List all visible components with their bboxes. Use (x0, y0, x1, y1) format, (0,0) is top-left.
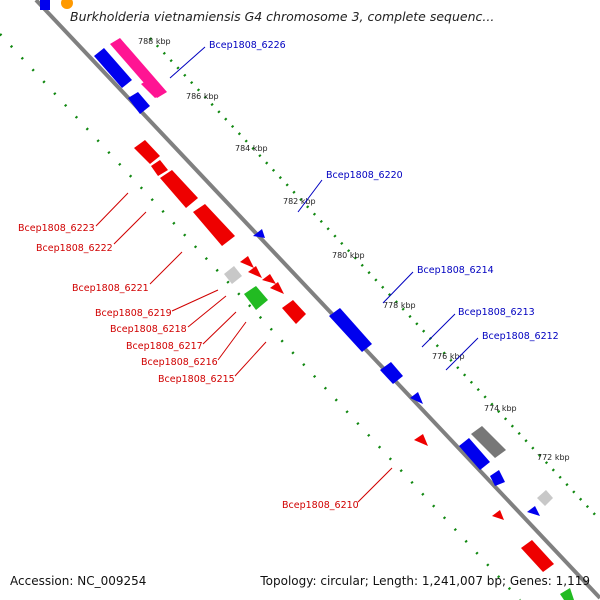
gene-label-6213: Bcep1808_6213 (458, 307, 535, 318)
gc-dotted-line-outer (149, 37, 600, 521)
gene-label-6226: Bcep1808_6226 (209, 40, 286, 51)
gene-blue-5[interactable] (527, 506, 540, 516)
leader-6226 (169, 46, 206, 79)
kbp-tick-labels: 788 kbp 786 kbp 784 kbp 782 kbp 780 kbp … (138, 37, 570, 462)
gene-label-6220: Bcep1808_6220 (326, 170, 403, 181)
gc-dotted-line-inner (0, 33, 521, 600)
gene-6222[interactable] (151, 160, 168, 176)
leader-6213 (421, 313, 456, 348)
gene-6215[interactable] (244, 286, 268, 310)
gene-label-6217: Bcep1808_6217 (126, 341, 203, 352)
gene-label-6214: Bcep1808_6214 (417, 265, 494, 276)
gene-6210[interactable] (414, 434, 428, 446)
tick-label-780: 780 kbp (332, 251, 365, 260)
leader-lines (95, 46, 479, 503)
leader-6215 (234, 341, 267, 377)
gene-label-6218: Bcep1808_6218 (110, 324, 187, 335)
gene-partial-orange[interactable] (61, 0, 73, 9)
gene-6218[interactable] (240, 256, 254, 268)
tick-label-782: 782 kbp (283, 197, 316, 206)
gene-label-6212: Bcep1808_6212 (482, 331, 559, 342)
gene-red-9[interactable] (521, 540, 554, 572)
leader-6212 (445, 337, 479, 371)
leader-6217 (202, 311, 237, 345)
leader-6220 (297, 179, 323, 213)
tick-label-784: 784 kbp (235, 144, 268, 153)
gene-blue-3[interactable] (459, 438, 490, 470)
gene-label-6210: Bcep1808_6210 (282, 500, 359, 511)
tick-label-788: 788 kbp (138, 37, 171, 46)
leader-6210 (357, 467, 393, 503)
gene-6213[interactable] (380, 362, 403, 384)
leader-6216 (217, 321, 247, 361)
tick-label-774: 774 kbp (484, 404, 517, 413)
gene-blue-1[interactable] (94, 48, 132, 88)
tick-label-772: 772 kbp (537, 453, 570, 462)
gene-red-5[interactable] (270, 282, 284, 294)
gene-label-6221: Bcep1808_6221 (72, 283, 149, 294)
tick-label-776: 776 kbp (432, 352, 465, 361)
reverse-strand-genes (134, 140, 574, 600)
gene-6221[interactable] (160, 170, 198, 208)
leader-6221 (149, 251, 183, 285)
gene-red-8[interactable] (492, 510, 504, 520)
gene-6223[interactable] (134, 140, 160, 164)
gene-red-10[interactable] (560, 588, 574, 600)
gene-6214[interactable] (329, 308, 372, 352)
forward-strand-genes (94, 38, 553, 516)
tick-label-778: 778 kbp (383, 301, 416, 310)
gene-red-sm[interactable] (262, 274, 276, 284)
leader-6214 (382, 271, 414, 304)
map-title: Burkholderia vietnamiensis G4 chromosome… (70, 9, 495, 24)
gene-label-6216: Bcep1808_6216 (141, 357, 218, 368)
gene-red-6[interactable] (282, 300, 306, 324)
gene-6220[interactable] (253, 229, 265, 238)
gene-labels: Bcep1808_6226 Bcep1808_6220 Bcep1808_621… (18, 40, 559, 511)
gene-label-6215: Bcep1808_6215 (158, 374, 235, 385)
gene-gray[interactable] (471, 426, 506, 458)
gene-lightgray-2[interactable] (537, 490, 553, 506)
leader-6219 (171, 289, 219, 312)
leader-6222 (113, 211, 147, 245)
gene-label-6219: Bcep1808_6219 (95, 308, 172, 319)
gene-6217[interactable] (248, 266, 262, 278)
gene-6219[interactable] (193, 204, 235, 246)
gene-6216[interactable] (224, 266, 242, 284)
accession-text: Accession: NC_009254 (10, 574, 147, 588)
leader-6223 (95, 192, 129, 227)
gene-blue-2[interactable] (128, 92, 150, 114)
tick-label-786: 786 kbp (186, 92, 219, 101)
gene-pink-2[interactable] (141, 78, 165, 98)
genome-summary-text: Topology: circular; Length: 1,241,007 bp… (260, 574, 590, 588)
leader-6218 (187, 295, 227, 328)
gene-partial-blue[interactable] (40, 0, 50, 10)
gene-label-6222: Bcep1808_6222 (36, 243, 113, 254)
gene-label-6223: Bcep1808_6223 (18, 223, 95, 234)
gene-6212[interactable] (410, 392, 423, 404)
gene-blue-4[interactable] (490, 470, 505, 486)
